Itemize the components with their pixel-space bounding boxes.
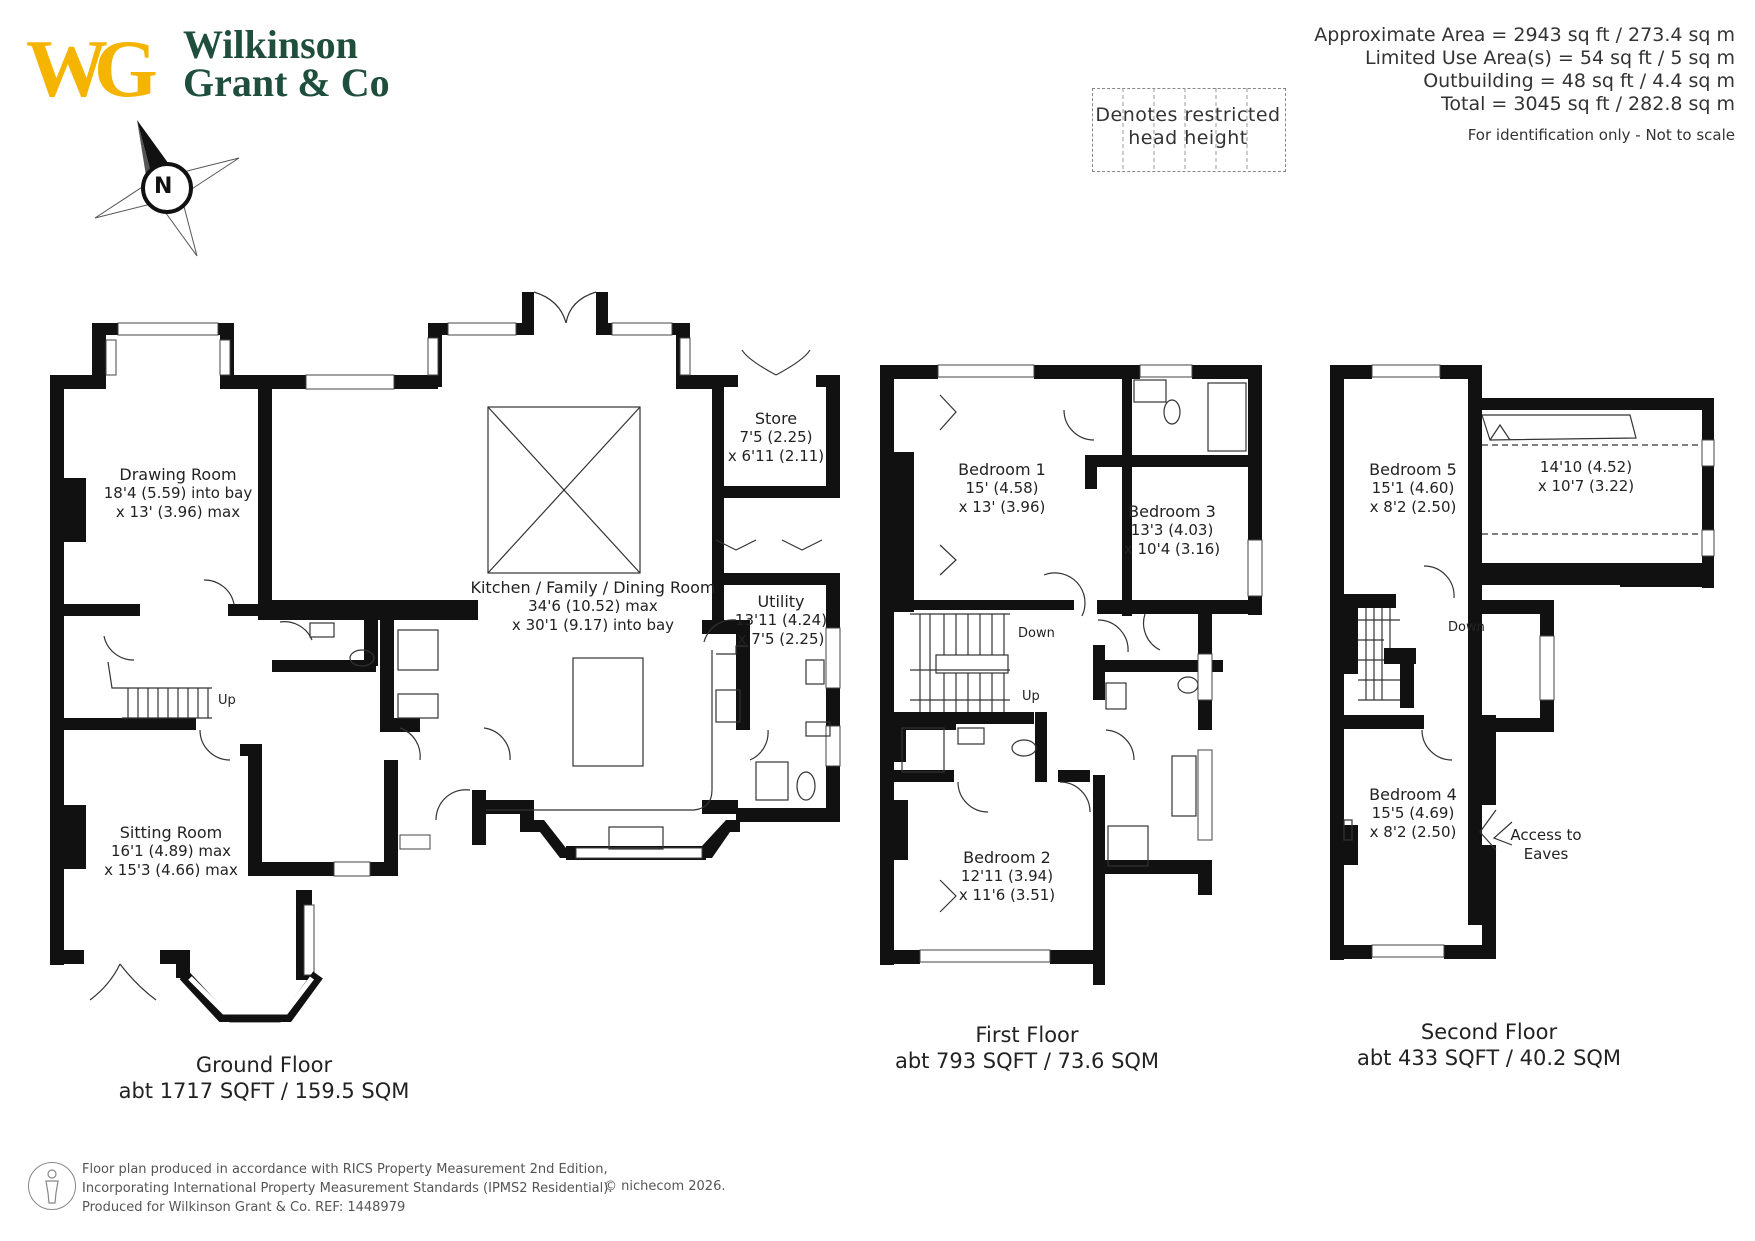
bedroom-1-name: Bedroom 1 — [958, 460, 1046, 479]
bedroom-3-dim2: x 10'4 (3.16) — [1123, 540, 1221, 558]
bedroom-1-dim1: 15' (4.58) — [965, 479, 1039, 497]
access-eaves-line2: Eaves — [1523, 845, 1569, 863]
bedroom-2-dim1: 12'11 (3.94) — [960, 867, 1054, 885]
ground-floor-area: abt 1717 SQFT / 159.5 SQM — [118, 1079, 410, 1103]
limited-use-area: Limited Use Area(s) = 54 sq ft / 5 sq m — [1364, 47, 1735, 69]
footer-copyright: © nichecom 2026. — [604, 1179, 726, 1194]
approximate-area: Approximate Area = 2943 sq ft / 273.4 sq… — [1314, 24, 1735, 46]
bedroom-1-dim2: x 13' (3.96) — [958, 498, 1046, 516]
kitchen-name: Kitchen / Family / Dining Room — [470, 578, 716, 597]
drawing-room-label: Drawing Room 18'4 (5.59) into bay x 13' … — [104, 465, 252, 522]
utility-name: Utility — [757, 592, 805, 611]
bedroom-2-dim2: x 11'6 (3.51) — [958, 886, 1056, 904]
bedroom-1-label: Bedroom 1 15' (4.58) x 13' (3.96) — [958, 460, 1046, 517]
eaves-room-label: 14'10 (4.52) x 10'7 (3.22) — [1538, 458, 1634, 496]
restricted-height-legend: Denotes restricted head height — [1092, 104, 1284, 150]
second-floor-windows — [1371, 364, 1715, 958]
first-floor-walls — [880, 365, 1262, 985]
restricted-height-legend-box — [1092, 88, 1286, 172]
north-compass-icon — [94, 120, 240, 257]
utility-dim1: 13'11 (4.24) — [734, 611, 828, 629]
second-floor-title: Second Floor — [1420, 1020, 1558, 1044]
second-floor-walls — [1330, 365, 1714, 960]
bedroom-2-label: Bedroom 2 12'11 (3.94) x 11'6 (3.51) — [959, 848, 1055, 905]
scale-note: For identification only - Not to scale — [1467, 126, 1735, 144]
first-stairs-down-label: Down — [1018, 626, 1055, 641]
bedroom-3-label: Bedroom 3 13'3 (4.03) x 10'4 (3.16) — [1124, 502, 1220, 559]
utility-label: Utility 13'11 (4.24) x 7'5 (2.25) — [735, 592, 827, 649]
access-to-eaves-label: Access to Eaves — [1510, 826, 1581, 864]
drawing-room-name: Drawing Room — [119, 465, 237, 484]
bedroom-5-dim1: 15'1 (4.60) — [1371, 479, 1455, 497]
kitchen-dim2: x 30'1 (9.17) into bay — [511, 616, 675, 634]
first-floor-caption: First Floor abt 793 SQFT / 73.6 SQM — [895, 1022, 1159, 1074]
first-floor-title: First Floor — [975, 1023, 1079, 1047]
sitting-room-dim2: x 15'3 (4.66) max — [104, 861, 238, 879]
bedroom-2-name: Bedroom 2 — [963, 848, 1051, 867]
bedroom-5-name: Bedroom 5 — [1369, 460, 1457, 479]
store-dim1: 7'5 (2.25) — [739, 428, 813, 446]
bedroom-5-label: Bedroom 5 15'1 (4.60) x 8'2 (2.50) — [1369, 460, 1457, 517]
store-label: Store 7'5 (2.25) x 6'11 (2.11) — [728, 409, 824, 466]
ground-fixtures — [89, 291, 831, 1001]
ground-floor-caption: Ground Floor abt 1717 SQFT / 159.5 SQM — [119, 1052, 410, 1104]
sitting-room-dim1: 16'1 (4.89) max — [110, 842, 232, 860]
drawing-room-dim1: 18'4 (5.59) into bay — [103, 484, 253, 502]
access-eaves-line1: Access to — [1510, 826, 1582, 844]
legend-line2: head height — [1128, 127, 1248, 149]
bedroom-3-dim1: 13'3 (4.03) — [1130, 521, 1214, 539]
footer-line3: Produced for Wilkinson Grant & Co. REF: … — [82, 1200, 406, 1215]
first-stairs — [910, 613, 1010, 712]
utility-dim2: x 7'5 (2.25) — [737, 630, 825, 648]
second-floor-caption: Second Floor abt 433 SQFT / 40.2 SQM — [1357, 1019, 1621, 1071]
ground-stairs — [107, 661, 212, 719]
outbuilding-area: Outbuilding = 48 sq ft / 4.4 sq m — [1423, 70, 1735, 92]
first-floor-windows — [919, 364, 1263, 963]
bedroom-4-label: Bedroom 4 15'5 (4.69) x 8'2 (2.50) — [1369, 785, 1457, 842]
store-name: Store — [754, 409, 798, 428]
store-dim2: x 6'11 (2.11) — [727, 447, 825, 465]
person-scale-icon — [28, 1162, 76, 1210]
total-area: Total = 3045 sq ft / 282.8 sq m — [1441, 93, 1735, 115]
kitchen-label: Kitchen / Family / Dining Room 34'6 (10.… — [470, 578, 715, 635]
bedroom-4-dim1: 15'5 (4.69) — [1371, 804, 1455, 822]
footer-line1: Floor plan produced in accordance with R… — [82, 1162, 608, 1177]
bedroom-4-dim2: x 8'2 (2.50) — [1369, 823, 1457, 841]
compass-north-label: N — [154, 174, 173, 199]
second-stairs — [1358, 608, 1400, 701]
bedroom-4-name: Bedroom 4 — [1369, 785, 1457, 804]
kitchen-dim1: 34'6 (10.52) max — [528, 597, 658, 615]
footer-text: Floor plan produced in accordance with R… — [82, 1160, 612, 1217]
eaves-room-dim1: 14'10 (4.52) — [1539, 458, 1633, 476]
brand-name-line2: Grant & Co — [183, 60, 390, 105]
footer-line2: Incorporating International Property Mea… — [82, 1181, 613, 1196]
eaves-room-dim2: x 10'7 (3.22) — [1537, 477, 1635, 495]
second-floor-fixtures — [1343, 414, 1702, 851]
first-stairs-up-label: Up — [1022, 689, 1040, 704]
area-summary: Approximate Area = 2943 sq ft / 273.4 sq… — [1314, 24, 1735, 147]
legend-line1: Denotes restricted — [1095, 104, 1281, 126]
second-stairs-down-label: Down — [1448, 620, 1485, 635]
ground-floor-title: Ground Floor — [195, 1053, 333, 1077]
sitting-room-label: Sitting Room 16'1 (4.89) max x 15'3 (4.6… — [104, 823, 238, 880]
drawing-room-dim2: x 13' (3.96) max — [115, 503, 241, 521]
sitting-room-name: Sitting Room — [119, 823, 223, 842]
ground-stairs-up-label: Up — [218, 693, 236, 708]
brand-name-line1: Wilkinson — [183, 22, 358, 67]
legend-dash-grid — [1122, 88, 1248, 170]
first-floor-area: abt 793 SQFT / 73.6 SQM — [894, 1049, 1160, 1073]
second-floor-area: abt 433 SQFT / 40.2 SQM — [1356, 1046, 1622, 1070]
sitting-bay-window — [188, 976, 314, 1015]
brand-name: Wilkinson Grant & Co — [183, 22, 390, 105]
bedroom-5-dim2: x 8'2 (2.50) — [1369, 498, 1457, 516]
bedroom-3-name: Bedroom 3 — [1128, 502, 1216, 521]
sitting-bay — [179, 970, 323, 1022]
first-floor-fixtures — [901, 379, 1247, 913]
brand-mark: WG — [26, 23, 158, 114]
